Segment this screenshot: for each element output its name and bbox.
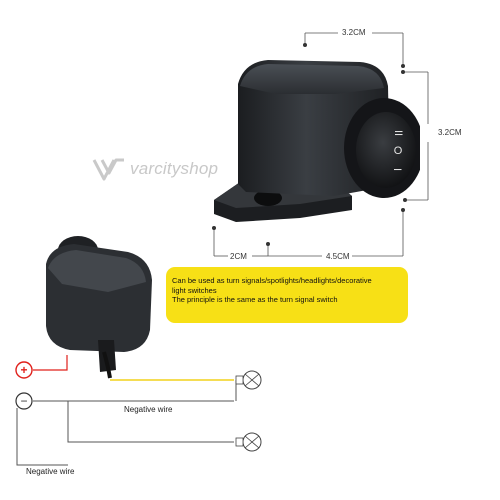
negative-wire-lower	[33, 400, 234, 443]
small-switch-illustration	[46, 236, 152, 379]
mounting-hole	[254, 190, 282, 206]
bulb-icon-bottom	[235, 432, 262, 452]
switch-product-illustration: II O I	[214, 60, 420, 222]
watermark-text: varcityshop	[130, 159, 219, 178]
ground-wire-left	[16, 408, 68, 466]
negative-wire-label-upper: Negative wire	[124, 405, 173, 414]
usage-note-line-2: light switches	[172, 285, 217, 295]
usage-note-line-1: Can be used as turn signals/spotlights/h…	[172, 276, 372, 285]
watermark-logo-icon	[92, 158, 124, 181]
dimension-side-height: 3.2CM	[438, 128, 462, 137]
dimension-top-width: 3.2CM	[342, 28, 366, 37]
dimension-base-left: 2CM	[230, 252, 247, 261]
positive-terminal-icon	[15, 361, 33, 379]
bulb-icon-top	[235, 370, 262, 390]
negative-wire-label-lower: Negative wire	[26, 467, 75, 476]
negative-symbol: −	[20, 394, 27, 408]
watermark: varcityshop	[92, 157, 218, 188]
rocker-symbol-mid: O	[394, 145, 403, 157]
rocker-face	[356, 112, 416, 188]
rocker-symbol-top: II	[392, 130, 404, 136]
rocker-symbol-bottom: I	[391, 168, 403, 171]
dimension-base-right: 4.5CM	[326, 252, 350, 261]
negative-terminal-icon	[15, 392, 33, 410]
usage-note: Can be used as turn signals/spotlights/h…	[166, 267, 408, 323]
usage-note-line-3: The principle is the same as the turn si…	[172, 295, 338, 304]
positive-wire	[33, 355, 68, 371]
positive-symbol: +	[20, 363, 27, 377]
